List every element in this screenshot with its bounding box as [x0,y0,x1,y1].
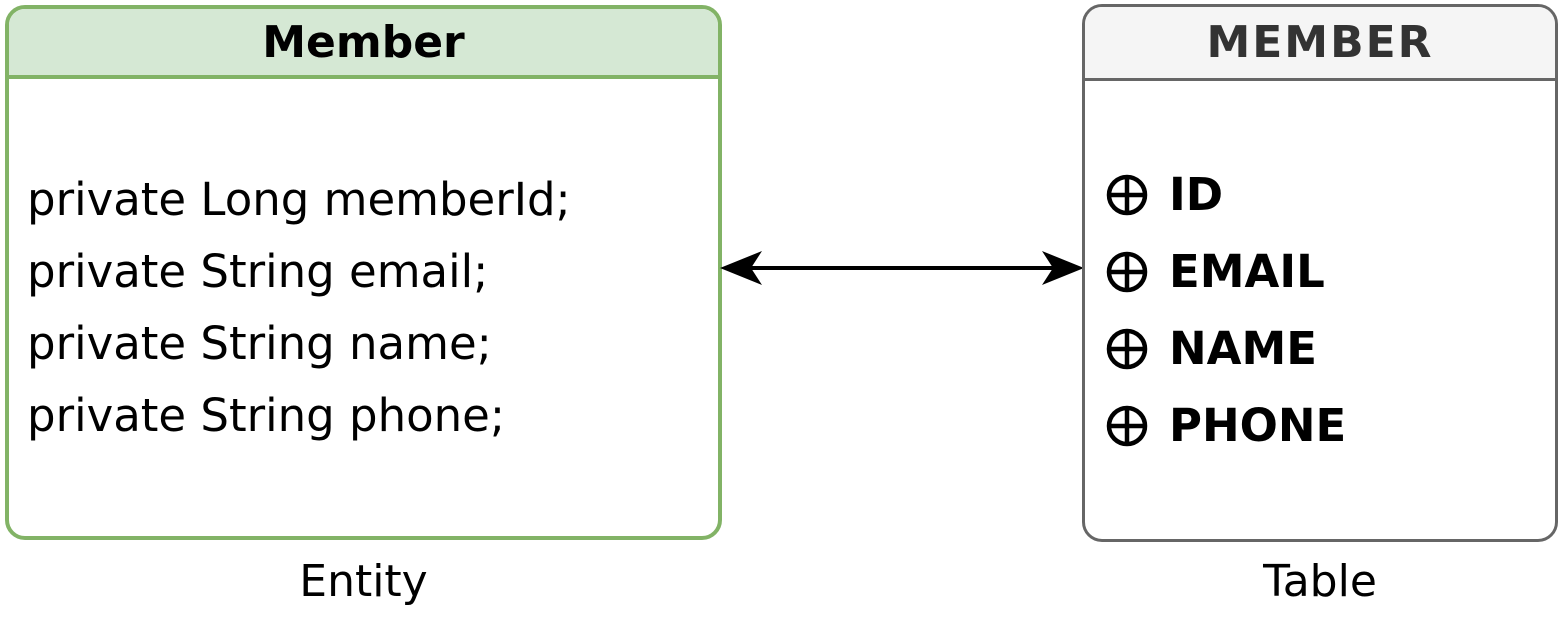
entity-field: private Long memberId; [27,172,571,226]
table-box-body: ID EMAIL NAME PHONE [1085,81,1555,539]
entity-box-body: private Long memberId; private String em… [9,79,718,536]
table-column-row: PHONE [1105,387,1555,464]
entity-field: private String phone; [27,388,505,442]
entity-title: Member [262,16,465,68]
table-column-row: ID [1105,156,1555,233]
table-column-label: ID [1169,168,1224,221]
entity-field: private String name; [27,316,492,370]
entity-field: private String email; [27,244,489,298]
table-box-header: MEMBER [1085,7,1555,81]
circled-plus-icon [1105,404,1149,448]
table-column-label: NAME [1169,322,1318,375]
entity-caption: Entity [299,556,428,607]
table-column-label: PHONE [1169,399,1347,452]
table-column-row: NAME [1105,310,1555,387]
entity-box: Member private Long memberId; private St… [5,5,722,540]
table-box: MEMBER ID EMAIL NAME [1082,4,1558,542]
table-column-label: EMAIL [1169,245,1325,298]
circled-plus-icon [1105,250,1149,294]
table-title: MEMBER [1206,17,1434,68]
circled-plus-icon [1105,173,1149,217]
table-column-row: EMAIL [1105,233,1555,310]
entity-box-header: Member [9,9,718,79]
entity-table-mapping-arrow [720,251,1084,285]
table-caption: Table [1263,556,1377,607]
circled-plus-icon [1105,327,1149,371]
